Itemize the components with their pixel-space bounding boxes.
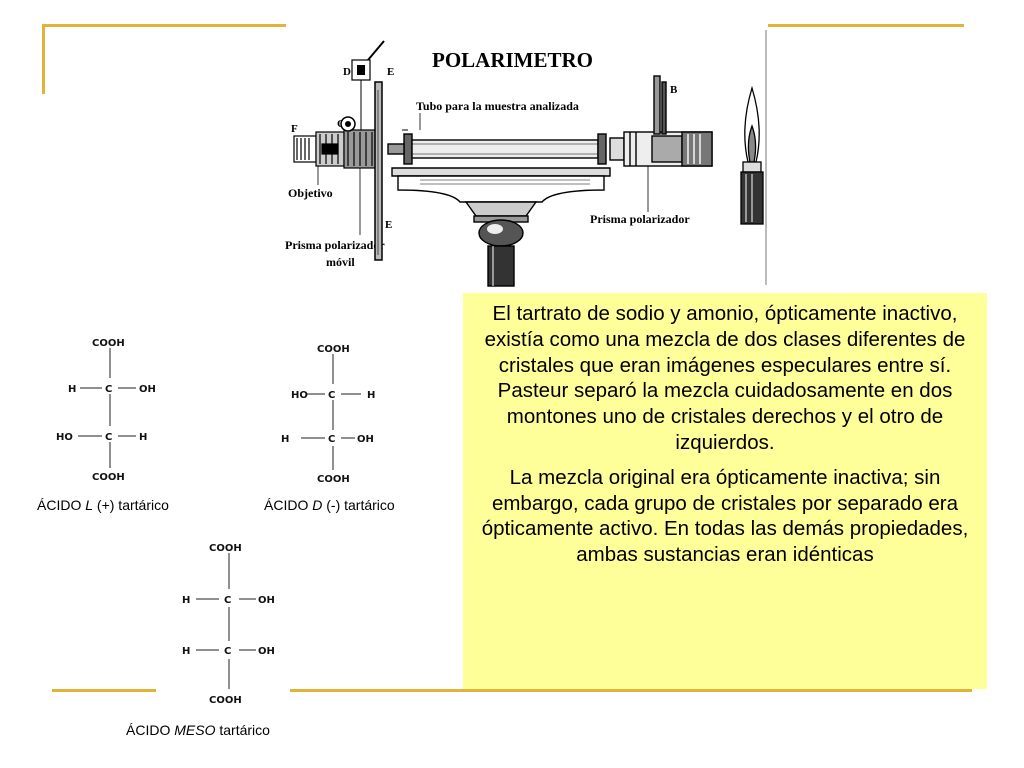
group-row2-left: H (281, 434, 289, 445)
paragraph-pasteur-separation: El tartrato de sodio y amonio, ópticamen… (484, 302, 966, 454)
atom-row1-carbon: C (328, 390, 335, 401)
caption-l-tartaric: ÁCIDO L (+) tartárico (37, 497, 169, 513)
label-polarizer-prism: Prisma polarizador (590, 212, 690, 226)
letter-d: D (343, 66, 351, 78)
letter-e-bottom: E (385, 219, 392, 231)
atom-row1-carbon: C (105, 384, 112, 395)
explanation-text-box: El tartrato de sodio y amonio, ópticamen… (463, 293, 987, 689)
group-row2-left: HO (56, 432, 73, 443)
structure-l-tartaric: COOH H C OH HO C H COOH (56, 338, 156, 483)
atom-row2-carbon: C (224, 646, 231, 657)
label-objective: Objetivo (288, 186, 333, 200)
label-movable-prism-line2: móvil (326, 255, 355, 269)
group-row1-left: H (182, 595, 190, 606)
group-row1-right: OH (258, 595, 275, 606)
group-top: COOH (209, 543, 242, 554)
letter-f: F (291, 123, 298, 135)
group-top: COOH (92, 338, 125, 349)
paragraph-optical-activity: La mezcla original era ópticamente inact… (481, 465, 969, 567)
atom-row2-carbon: C (328, 434, 335, 445)
group-row2-right: OH (357, 434, 374, 445)
group-bottom: COOH (209, 695, 242, 706)
caption-meso-tartaric: ÁCIDO MESO tartárico (126, 722, 270, 738)
structure-d-tartaric: COOH HO C H H C OH COOH (281, 344, 375, 485)
frame-line-bottom-left (52, 689, 156, 692)
group-row1-left: H (68, 384, 76, 395)
label-sample-tube: Tubo para la muestra analizada (416, 99, 579, 113)
polarimeter-diagram: POLARIMETRO D E B F G E A Tubo para la m… (285, 30, 767, 287)
frame-line-top-right (768, 24, 964, 27)
group-row1-right: H (367, 390, 375, 401)
group-row2-left: H (182, 646, 190, 657)
letter-e-top: E (387, 66, 394, 78)
atom-row1-carbon: C (224, 595, 231, 606)
group-bottom: COOH (317, 474, 350, 485)
letter-b: B (670, 84, 678, 96)
frame-line-bottom-right (290, 689, 972, 692)
label-movable-prism-line1: Prisma polarizador (285, 238, 385, 252)
group-row2-right: H (139, 432, 147, 443)
frame-line-left-vertical (42, 24, 45, 94)
structure-meso-tartaric: COOH H C OH H C OH COOH (182, 543, 275, 706)
group-top: COOH (317, 344, 350, 355)
diagram-title: POLARIMETRO (432, 48, 593, 72)
group-bottom: COOH (92, 472, 125, 483)
group-row1-right: OH (139, 384, 156, 395)
group-row2-right: OH (258, 646, 275, 657)
group-row1-left: HO (291, 390, 308, 401)
caption-d-tartaric: ÁCIDO D (-) tartárico (264, 497, 395, 513)
atom-row2-carbon: C (105, 432, 112, 443)
frame-line-top-left (42, 24, 286, 27)
